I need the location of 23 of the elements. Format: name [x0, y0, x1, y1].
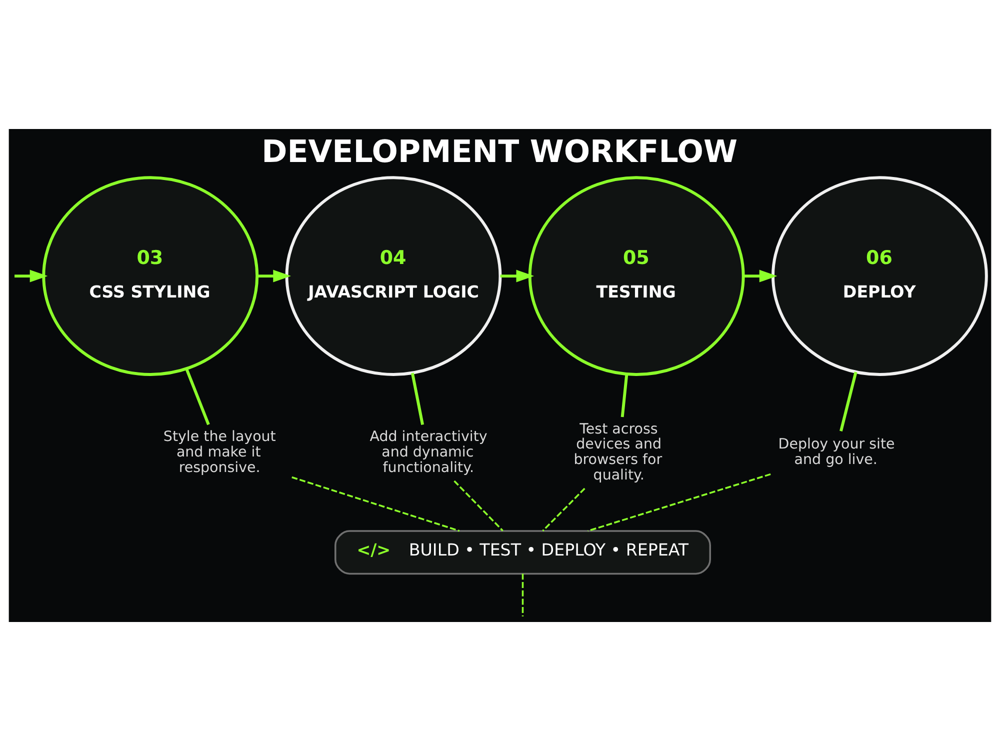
node-circle: 05 TESTING: [528, 176, 745, 376]
connector: [840, 371, 858, 432]
node-circle: 06 DEPLOY: [771, 176, 988, 376]
connector: [522, 573, 524, 616]
node-text: Test across devices and browsers for quality.: [574, 420, 662, 484]
connector: [410, 372, 424, 424]
connector: [620, 373, 628, 417]
connector: [185, 368, 210, 425]
node-text: Add interactivity and dynamic functionality.: [370, 428, 488, 476]
connector: [292, 476, 460, 532]
node-text: Deploy your site and go live.: [778, 436, 895, 468]
node-box: </> BUILD • TEST • DEPLOY • REPEAT: [334, 530, 711, 574]
node-text: Style the layout and make it responsive.: [163, 428, 276, 476]
diagram-title: DEVELOPMENT WORKFLOW: [262, 133, 738, 170]
connector: [588, 472, 771, 532]
arrow: [743, 269, 778, 282]
connector: [454, 480, 504, 531]
arrow: [257, 269, 291, 282]
node-circle: 04 JAVASCRIPT LOGIC: [285, 176, 502, 376]
arrow: [500, 269, 534, 282]
arrow: [14, 269, 48, 282]
connector: [542, 487, 586, 532]
node-circle: 03 CSS STYLING: [42, 176, 259, 376]
